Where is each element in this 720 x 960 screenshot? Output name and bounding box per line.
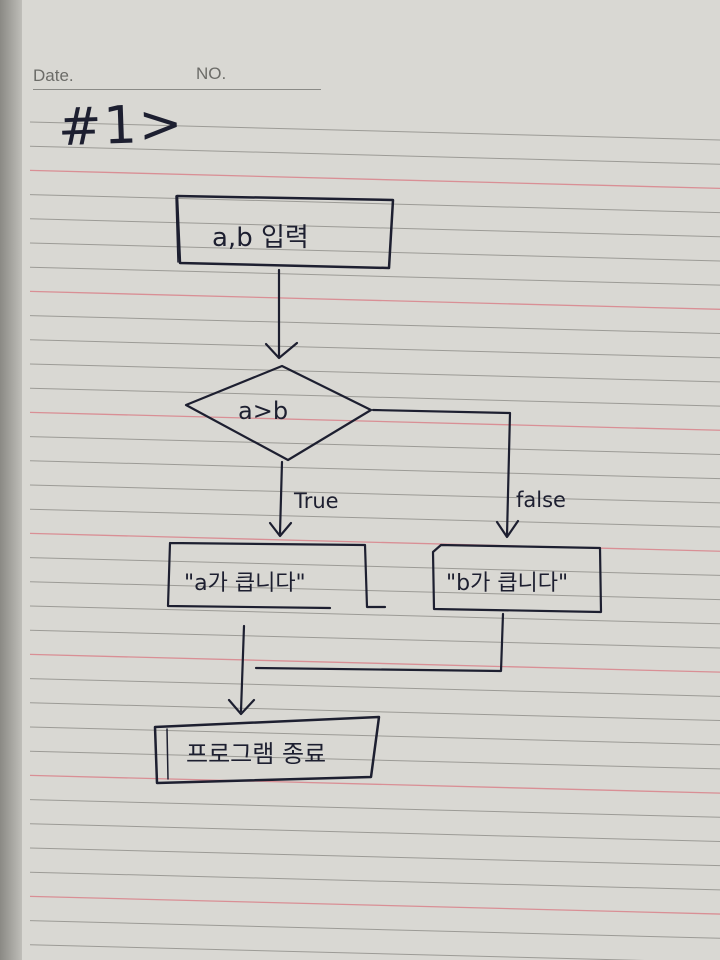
ruled-line [29, 436, 720, 455]
date-label: Date. [33, 66, 74, 85]
ruled-line [29, 508, 720, 528]
false-output-label: "b가 큽니다" [446, 571, 568, 596]
decision-diamond: a>b [184, 364, 373, 462]
ruled-line [29, 121, 720, 141]
true-branch-arrow: True [268, 460, 339, 538]
merge-connector [227, 612, 505, 716]
ruled-line [29, 581, 720, 601]
arrow-start-to-decision [264, 268, 299, 360]
ruled-lines [29, 121, 720, 960]
start-box: a,b 입력 [175, 194, 395, 270]
ruled-line [29, 726, 720, 746]
ruled-line [29, 315, 720, 335]
true-label: True [293, 489, 339, 513]
ruled-line [29, 678, 720, 697]
ruled-line [29, 532, 720, 552]
notebook-spine [0, 0, 22, 960]
ruled-line [29, 460, 720, 480]
ruled-line [29, 653, 720, 673]
ruled-line [29, 387, 720, 407]
ruled-line [29, 847, 720, 867]
ruled-line [29, 871, 720, 891]
ruled-line [29, 169, 720, 190]
no-label: NO. [196, 64, 227, 83]
ruled-line [29, 895, 720, 915]
ruled-line [29, 290, 720, 310]
ruled-line [29, 145, 720, 165]
ruled-line [29, 242, 720, 262]
end-box: 프로그램 종료 [153, 715, 381, 785]
true-output-box: "a가 큽니다" [166, 541, 387, 610]
ruled-line [29, 339, 720, 359]
false-branch-arrow: false [371, 408, 566, 539]
ruled-line [29, 823, 720, 842]
ruled-line [29, 266, 720, 286]
start-box-label: a,b 입력 [212, 223, 309, 253]
ruled-line [29, 194, 720, 214]
end-box-label: 프로그램 종료 [186, 740, 326, 768]
ruled-line [29, 605, 720, 625]
ruled-line [29, 484, 720, 504]
ruled-line [29, 920, 720, 939]
ruled-line [29, 363, 720, 383]
ruled-line [29, 702, 720, 722]
ruled-line [29, 557, 720, 576]
decision-label: a>b [238, 397, 288, 425]
ruled-line [29, 774, 720, 794]
ruled-line [29, 944, 645, 960]
false-output-box: "b가 큽니다" [431, 543, 603, 614]
ruled-line [29, 629, 720, 649]
ruled-line [29, 218, 720, 238]
header-underline [33, 89, 321, 90]
ruled-line [29, 750, 720, 770]
true-output-label: "a가 큽니다" [184, 571, 306, 596]
ruled-line [29, 799, 720, 818]
false-label: false [516, 488, 566, 512]
ruled-line [29, 411, 720, 431]
